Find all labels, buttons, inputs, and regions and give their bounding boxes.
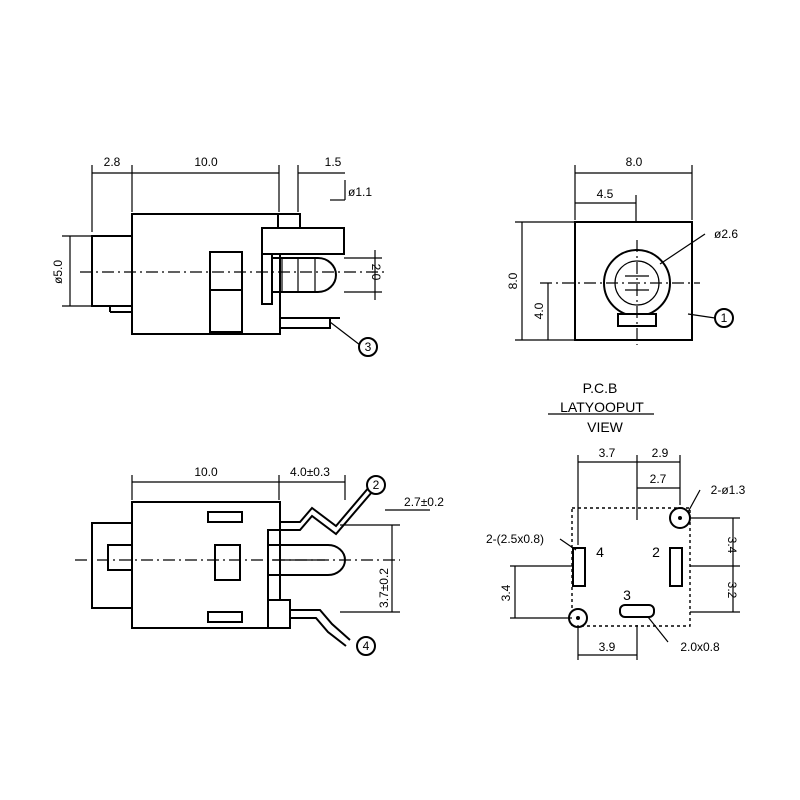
pcb-title-line-2: LATYOOPUT — [560, 399, 644, 415]
callout-3: 3 — [365, 340, 372, 354]
dim-10-0-bottom: 10.0 — [194, 465, 218, 479]
dim-3-9: 3.9 — [599, 640, 616, 654]
dim-2-0: 2.0 — [369, 264, 383, 281]
dim-4-0: 4.0 — [532, 302, 546, 319]
dim-3-7-pcb: 3.7 — [599, 446, 616, 460]
dim-8-0-height: 8.0 — [506, 272, 520, 289]
dim-4-5: 4.5 — [597, 187, 614, 201]
side-view-bottom-labels: 10.0 4.0±0.3 2.7±0.2 3.7±0.2 2 4 — [194, 465, 444, 653]
dim-2-8: 2.8 — [104, 155, 121, 169]
pin-label-4: 4 — [596, 544, 604, 560]
side-view-bottom — [75, 475, 430, 656]
dim-2-7-pcb: 2.7 — [650, 472, 667, 486]
dim-2-0x0-8: 2.0x0.8 — [680, 640, 720, 654]
dim-2-7-tol: 2.7±0.2 — [404, 495, 444, 509]
callout-2: 2 — [373, 478, 380, 492]
pcb-title-line-3: VIEW — [587, 419, 624, 435]
dim-8-0-width: 8.0 — [626, 155, 643, 169]
front-view-labels: 8.0 4.5 ø2.6 8.0 4.0 1 — [506, 155, 738, 325]
side-view-top-labels: 2.8 10.0 1.5 ø1.1 ø5.0 2.0 3 — [51, 155, 383, 354]
dim-3-4-left: 3.4 — [499, 584, 513, 601]
side-view-top — [62, 165, 385, 357]
dim-10-0: 10.0 — [194, 155, 218, 169]
dim-2-9: 2.9 — [652, 446, 669, 460]
pcb-layout-view — [510, 413, 740, 660]
callout-4: 4 — [363, 639, 370, 653]
dim-dia-5-0: ø5.0 — [51, 260, 65, 284]
dim-4-0-tol: 4.0±0.3 — [290, 465, 330, 479]
dim-holes: 2-ø1.3 — [711, 483, 746, 497]
dim-slots: 2-(2.5x0.8) — [486, 532, 544, 546]
pin-label-2: 2 — [652, 544, 660, 560]
dim-dia-2-6: ø2.6 — [714, 227, 738, 241]
dim-3-7-tol: 3.7±0.2 — [377, 568, 391, 608]
front-view — [515, 165, 734, 345]
callout-1: 1 — [721, 311, 728, 325]
pcb-labels: P.C.B LATYOOPUT VIEW 3.7 2.9 2.7 2-ø1.3 … — [486, 380, 746, 654]
dim-1-5: 1.5 — [325, 155, 342, 169]
pcb-title-line-1: P.C.B — [583, 380, 618, 396]
dim-dia-1-1: ø1.1 — [348, 185, 372, 199]
dim-3-2: 3.2 — [725, 582, 739, 599]
pin-label-3: 3 — [623, 587, 631, 603]
dim-3-4-right: 3.4 — [725, 537, 739, 554]
